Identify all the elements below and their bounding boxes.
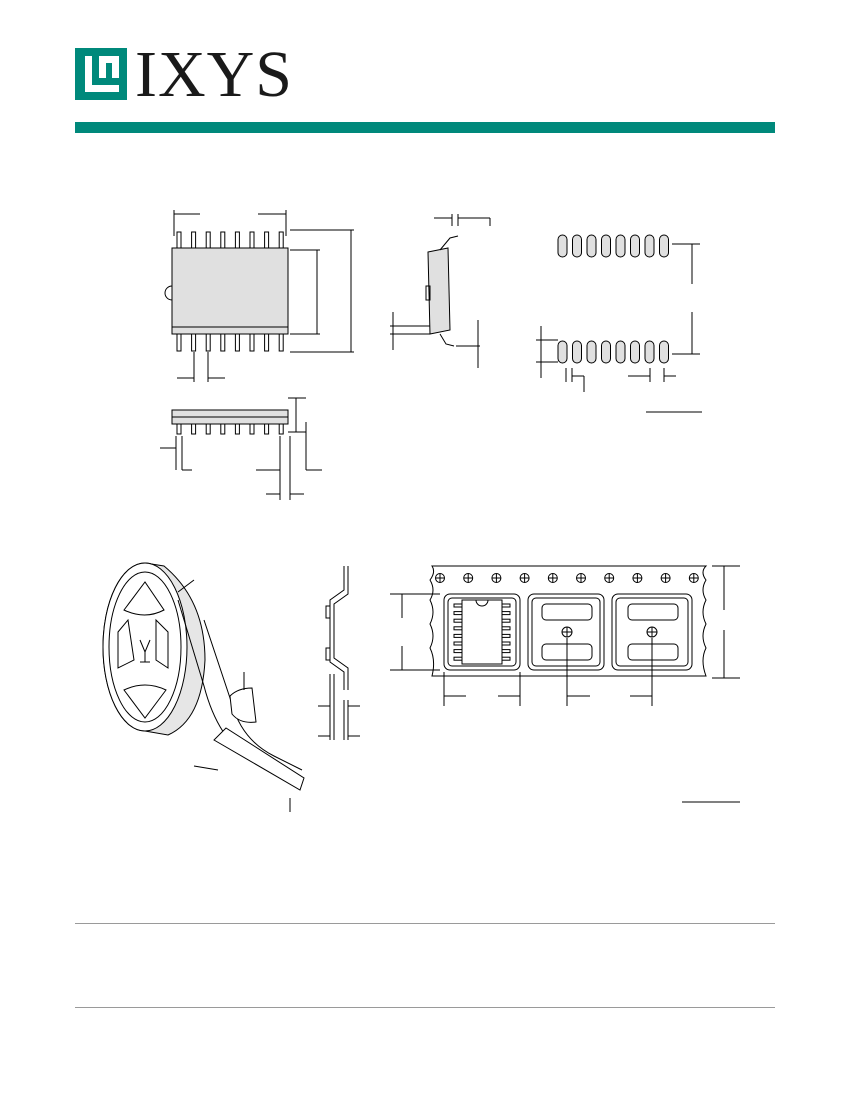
chip-lead [501, 603, 511, 608]
circle-plus-icon [547, 573, 558, 583]
footprint-pad [659, 340, 669, 364]
package-lead [191, 231, 197, 249]
chip-lead [453, 611, 463, 616]
chip-lead [501, 649, 511, 654]
footprint-pad [572, 234, 582, 258]
package-lead [249, 423, 255, 435]
footprint-pad [659, 234, 669, 258]
circle-plus-icon [491, 573, 502, 583]
circle-plus-icon [463, 573, 474, 583]
chip-lead [453, 656, 463, 661]
package-lead [220, 333, 226, 352]
package-lead [191, 333, 197, 352]
footprint-pad [557, 234, 568, 258]
package-lead [205, 231, 211, 249]
footprint-pad [586, 234, 597, 258]
chip-lead [453, 626, 463, 631]
package-lead [191, 423, 197, 435]
footer-rule-bottom [75, 1007, 775, 1008]
footer-rule-top [75, 923, 775, 924]
chip-lead [501, 618, 511, 623]
package-lead [220, 231, 226, 249]
footprint-pad [586, 340, 597, 364]
chip-lead [501, 626, 511, 631]
chip-lead [501, 641, 511, 646]
package-lead [278, 333, 284, 352]
chip-lead [453, 649, 463, 654]
footprint-pad [601, 234, 611, 258]
package-lead [249, 333, 255, 352]
package-lead [264, 423, 270, 435]
footprint-pad [615, 234, 626, 258]
package-lead [278, 423, 284, 435]
package-lead [234, 423, 240, 435]
chip-lead [501, 656, 511, 661]
footprint-pad [630, 234, 640, 258]
chip-lead [501, 611, 511, 616]
package-lead [205, 333, 211, 352]
circle-plus-icon [604, 573, 615, 583]
footprint-pad [572, 340, 582, 364]
package-lead [264, 231, 270, 249]
package-lead [264, 333, 270, 352]
footprint-pad [644, 234, 655, 258]
package-lead [234, 231, 240, 249]
circle-plus-icon [688, 573, 699, 583]
package-lead [249, 231, 255, 249]
package-lead [278, 231, 284, 249]
footprint-pad [601, 340, 611, 364]
package-lead [176, 333, 182, 352]
footprint-pad [557, 340, 568, 364]
footprint-pad [630, 340, 640, 364]
circle-plus-icon [632, 573, 643, 583]
package-lead [205, 423, 211, 435]
package-lead [176, 423, 182, 435]
footprint-pad [615, 340, 626, 364]
chip-lead [453, 641, 463, 646]
circle-plus-icon [660, 573, 671, 583]
circle-plus-icon [576, 573, 586, 583]
package-lead [176, 231, 182, 249]
chip-lead [453, 603, 463, 608]
ixys-square-logo-icon [75, 48, 127, 100]
brand-name: IXYS [135, 38, 294, 111]
package-lead [234, 333, 240, 352]
footprint-pad [644, 340, 655, 364]
chip-lead [453, 633, 463, 638]
chip-lead [453, 618, 463, 623]
header-bar [75, 122, 775, 133]
package-lead [220, 423, 226, 435]
circle-plus-icon [519, 573, 530, 583]
chip-lead [501, 633, 511, 638]
circle-plus-icon [435, 573, 445, 583]
